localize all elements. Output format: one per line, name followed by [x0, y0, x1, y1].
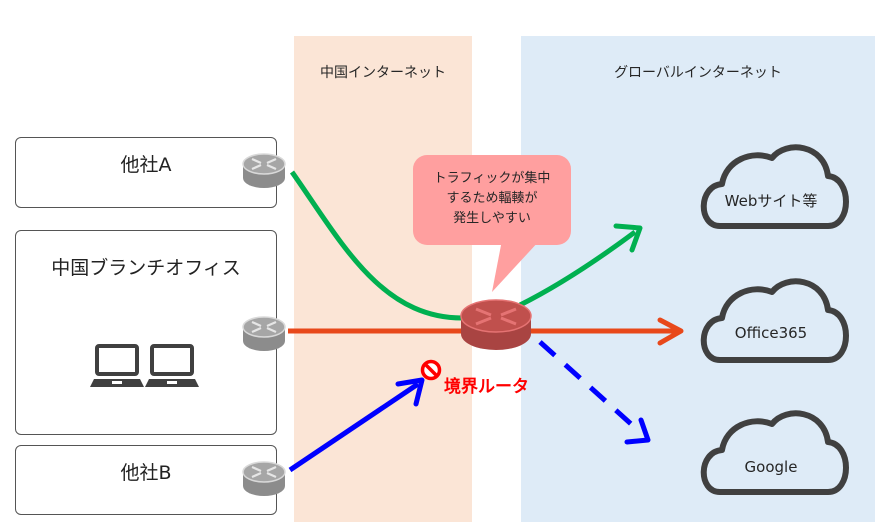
global-zone-title: グローバルインターネット [614, 65, 782, 81]
flow-china-branch-arrowhead [657, 317, 684, 346]
border-router-icon [460, 299, 532, 350]
site-company-a: 他社A [15, 137, 277, 208]
router-icon-china-branch [241, 315, 287, 353]
flow-company-b-blocked-path [538, 340, 642, 434]
site-company-b-label: 他社B [120, 462, 172, 484]
cloud-label-web: Webサイト等 [724, 192, 818, 210]
site-china-branch: 中国ブランチオフィス [15, 230, 277, 435]
china-internet-zone: 中国インターネット [294, 36, 472, 522]
callout-line-1: トラフィックが集中 [433, 171, 551, 186]
cloud-icon-google [700, 410, 849, 495]
callout-line-3: 発生しやすい [453, 211, 531, 226]
callout-tail [492, 240, 540, 292]
site-china-branch-label: 中国ブランチオフィス [51, 257, 241, 279]
flow-company-a-inbound [289, 170, 463, 321]
laptop-icon [145, 344, 199, 387]
blocked-icon [420, 359, 442, 381]
global-internet-zone: グローバルインターネット [521, 36, 875, 522]
congestion-callout: トラフィックが集中 するため輻輳が 発生しやすい [413, 155, 571, 245]
site-company-a-label: 他社A [120, 154, 172, 176]
china-zone-title: 中国インターネット [320, 65, 446, 81]
site-company-b: 他社B [15, 445, 277, 515]
flow-company-b-blocked-arrowhead [624, 417, 651, 445]
callout-line-2: するため輻輳が [446, 191, 538, 206]
border-router-label: 境界ルータ [444, 377, 529, 397]
flow-company-a-arrowhead [613, 223, 643, 253]
router-icon-company-a [241, 152, 287, 190]
cloud-icon-office365 [700, 278, 849, 363]
cloud-label-office365: Office365 [734, 324, 808, 342]
flow-company-b-inbound [288, 381, 420, 473]
flow-company-a-outbound [518, 229, 637, 308]
cloud-icon-web [700, 144, 849, 229]
flow-company-b-arrowhead [395, 377, 425, 407]
router-icon-company-b [241, 460, 287, 498]
laptop-icon [90, 344, 144, 387]
cloud-label-google: Google [744, 458, 798, 476]
